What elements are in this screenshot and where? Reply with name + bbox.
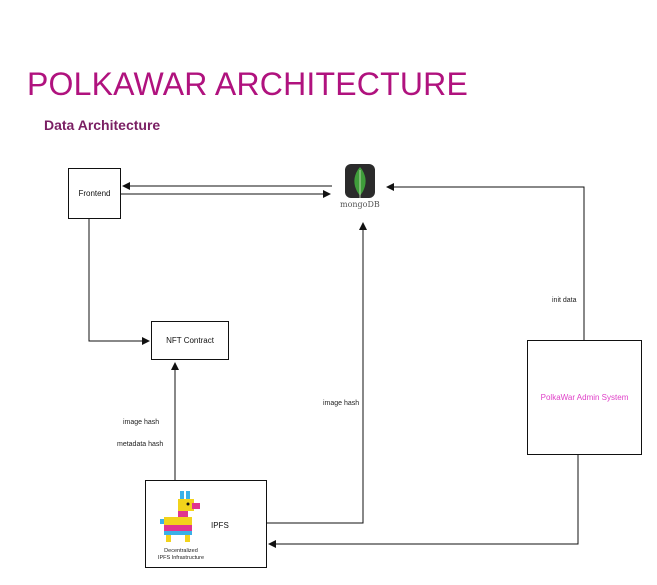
nft-contract-node: NFT Contract xyxy=(151,321,229,360)
mongodb-leaf-icon xyxy=(345,164,375,198)
edge-frontend-to-nft xyxy=(88,219,150,345)
frontend-label: Frontend xyxy=(78,189,111,198)
edge-label-metadata-hash: metadata hash xyxy=(117,441,164,448)
ipfs-node: IPFS Decentralized IPFS Infrastructure xyxy=(145,480,267,568)
edge-admin-to-ipfs xyxy=(268,455,579,548)
ipfs-caption: Decentralized IPFS Infrastructure xyxy=(150,548,212,562)
ipfs-caption-line1: Decentralized xyxy=(164,548,198,554)
ipfs-label: IPFS xyxy=(211,521,229,530)
frontend-node: Frontend xyxy=(68,168,121,219)
mongodb-label: mongoDB xyxy=(340,200,380,209)
ipfs-llama-icon xyxy=(160,491,200,542)
edge-admin-to-mongodb xyxy=(386,183,585,340)
edge-label-image-hash-db: image hash xyxy=(323,400,360,407)
page-subtitle: Data Architecture xyxy=(44,117,161,133)
admin-system-label: PolkaWar Admin System xyxy=(540,393,629,402)
page-title: POLKAWAR ARCHITECTURE xyxy=(27,66,468,102)
admin-system-node: PolkaWar Admin System xyxy=(527,340,642,455)
ipfs-caption-line2: IPFS Infrastructure xyxy=(157,555,205,561)
edge-label-init-data: init data xyxy=(552,297,577,304)
nft-contract-label: NFT Contract xyxy=(166,336,214,345)
edge-ipfs-to-mongodb xyxy=(267,222,367,524)
edge-label-image-hash-nft: image hash xyxy=(123,419,160,426)
